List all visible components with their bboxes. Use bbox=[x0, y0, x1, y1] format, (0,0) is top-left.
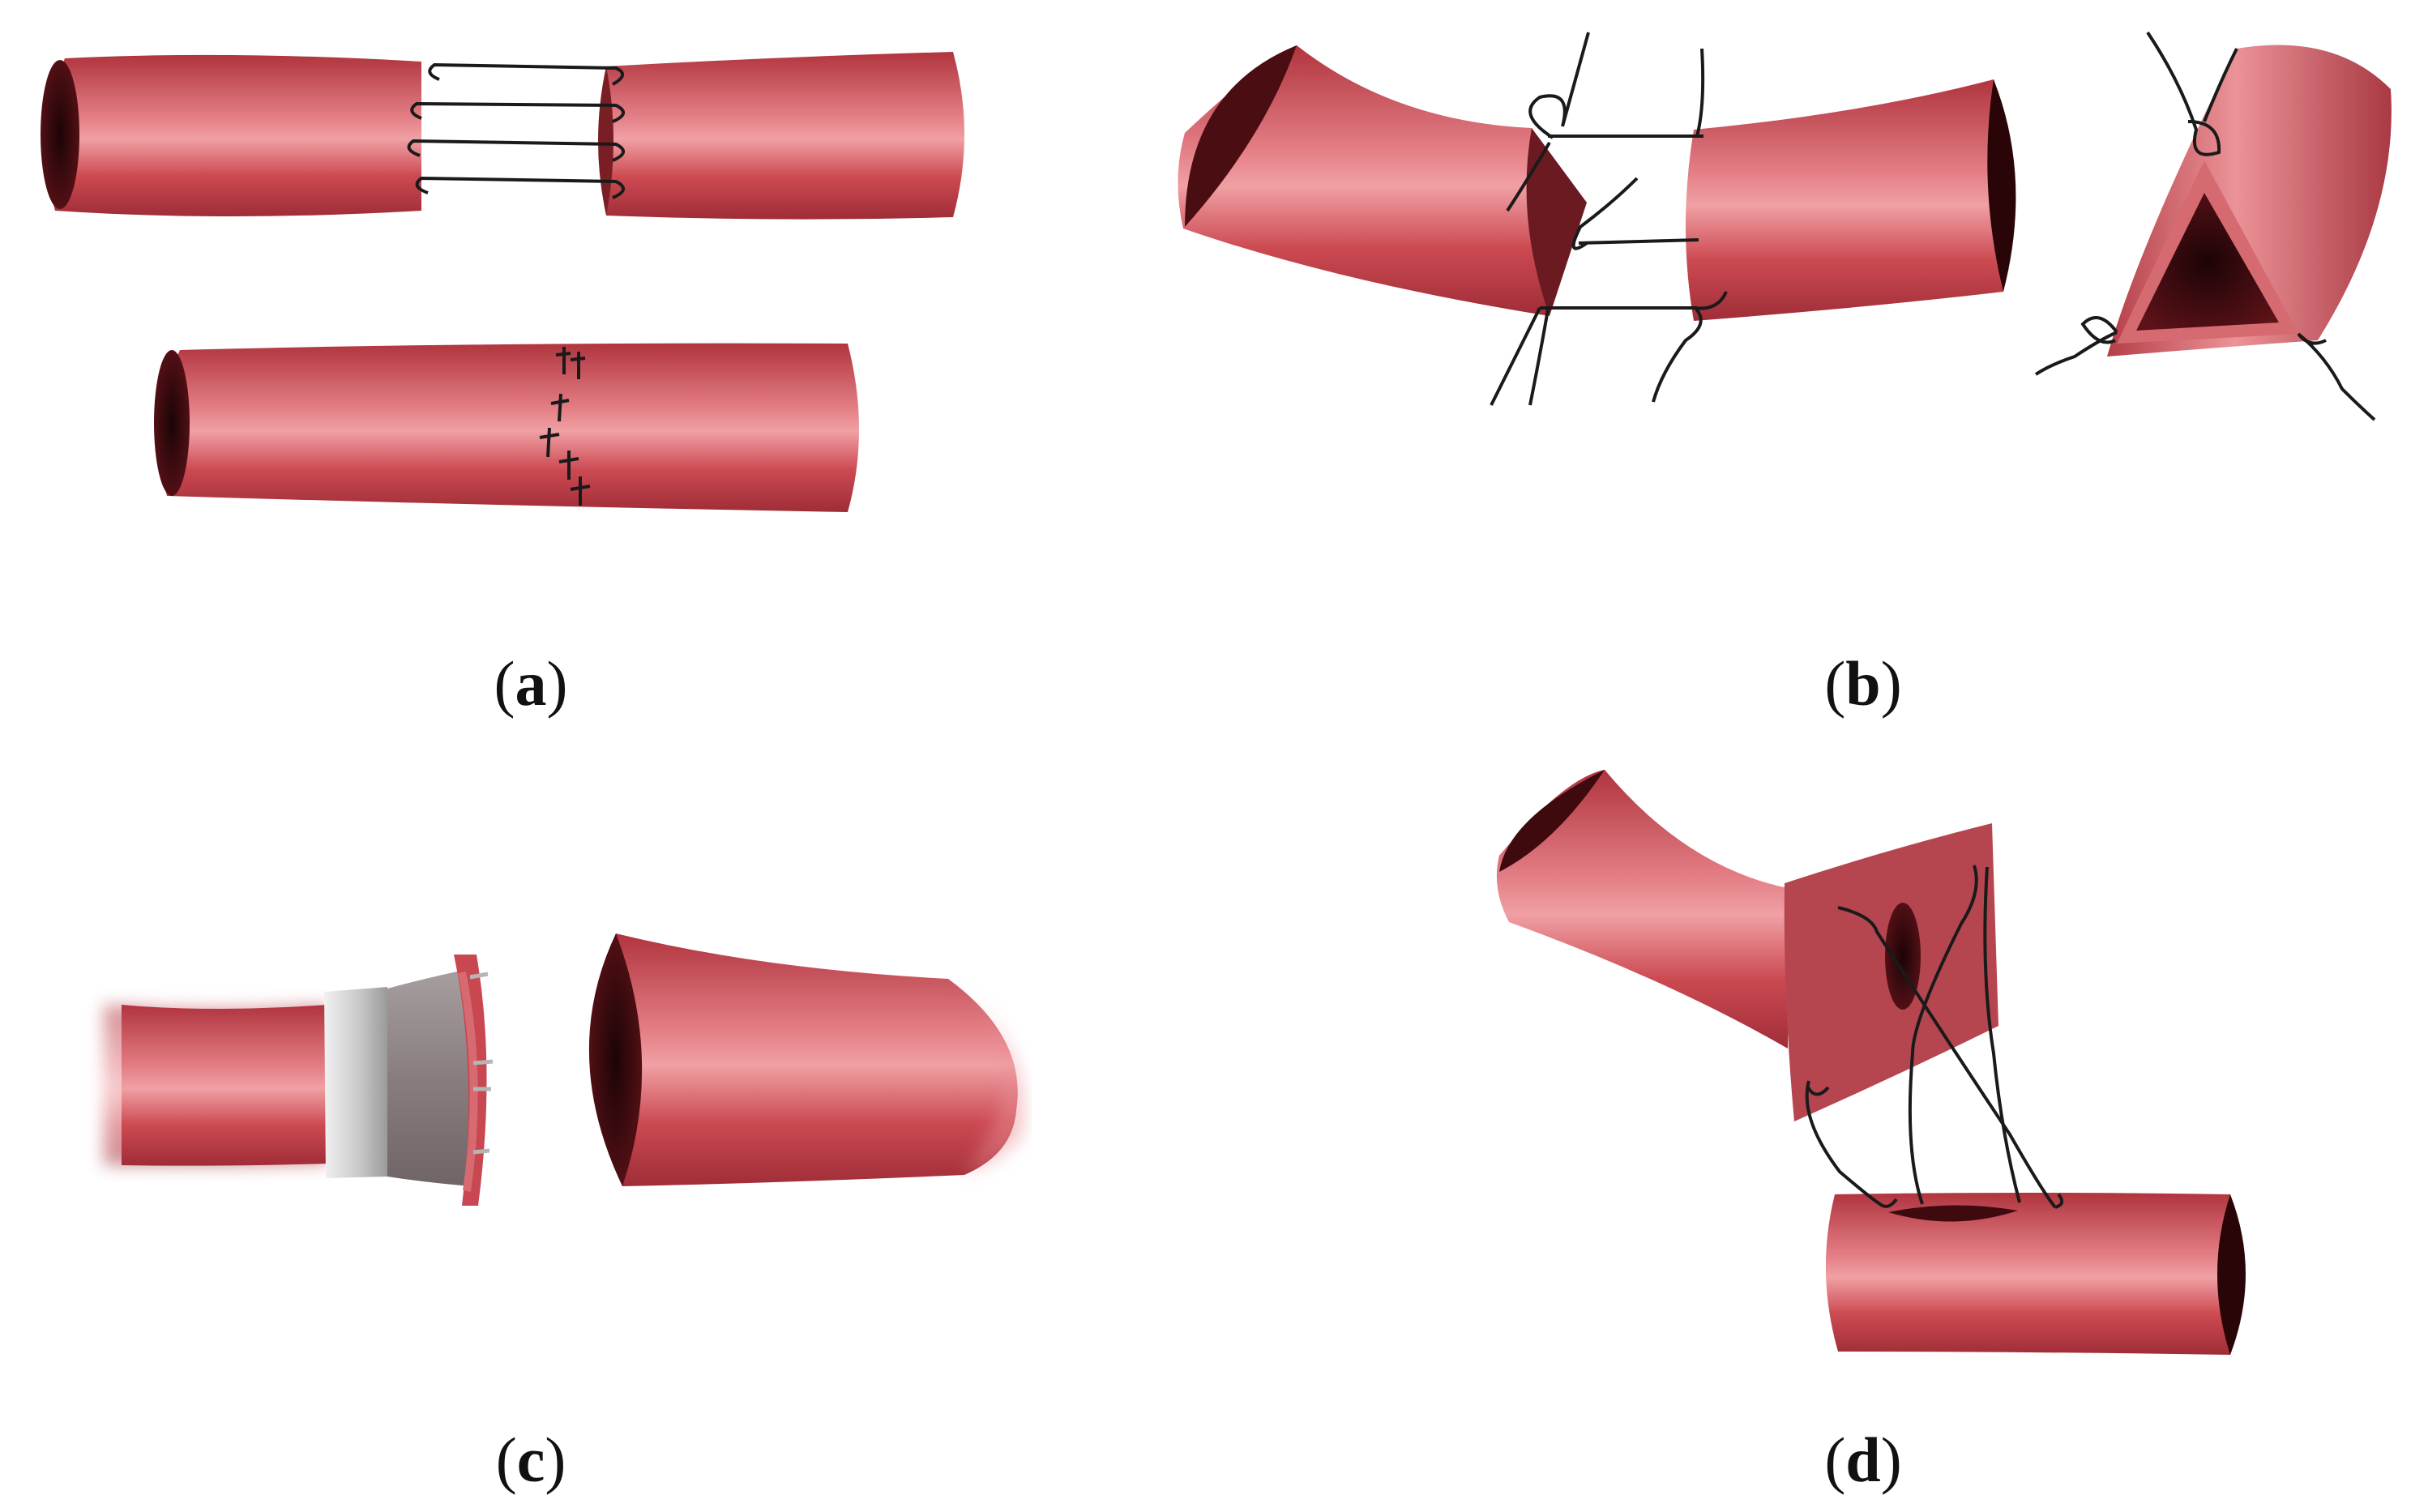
panel-label-d: (d) bbox=[1824, 1424, 1901, 1495]
vessel-left-end bbox=[41, 54, 421, 216]
interrupted-sutures bbox=[539, 347, 591, 506]
panel-label-a: (a) bbox=[494, 648, 568, 719]
curved-vessel-left bbox=[1178, 45, 1587, 316]
panel-label-c-letter: c bbox=[517, 1424, 545, 1495]
vessel-right-end bbox=[598, 52, 964, 220]
panel-a bbox=[41, 52, 964, 512]
panel-label-b: (b) bbox=[1824, 648, 1901, 719]
vessel-right bbox=[1686, 79, 2016, 321]
vessel-flared-end bbox=[588, 933, 1024, 1186]
sutured-vessel bbox=[154, 343, 859, 512]
vessel-with-coupler bbox=[104, 955, 494, 1206]
panel-label-d-letter: d bbox=[1845, 1424, 1880, 1495]
panel-b bbox=[1178, 31, 2392, 421]
triangulation-sutures bbox=[1490, 32, 1728, 406]
stay-sutures bbox=[407, 62, 625, 199]
recipient-vessel bbox=[1825, 1193, 2246, 1355]
end-to-side-sutures bbox=[1805, 865, 2064, 1209]
panel-d bbox=[1496, 770, 2246, 1355]
coupler-ring bbox=[324, 955, 494, 1206]
panel-label-c: (c) bbox=[496, 1424, 566, 1495]
triangulated-lumen-view bbox=[2034, 31, 2392, 421]
panel-label-a-letter: a bbox=[515, 648, 547, 719]
panel-c bbox=[104, 933, 1024, 1206]
side-branch-vessel bbox=[1496, 770, 1998, 1121]
panel-label-b-letter: b bbox=[1845, 648, 1880, 719]
